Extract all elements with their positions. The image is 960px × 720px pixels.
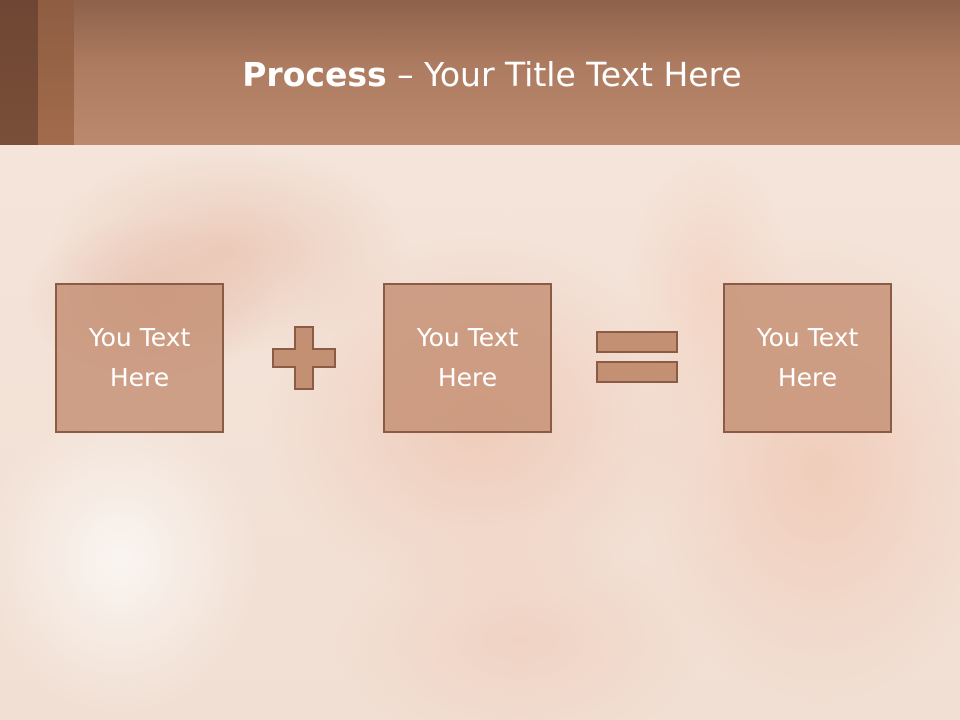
equals-sign-bottom-bar	[596, 361, 678, 383]
header-accent-dark	[0, 0, 38, 145]
process-box-1[interactable]: You Text Here	[55, 283, 224, 433]
process-box-3[interactable]: You Text Here	[723, 283, 892, 433]
header-accent-light	[38, 0, 74, 145]
process-box-1-label: You Text Here	[88, 323, 191, 392]
equals-sign	[596, 331, 678, 383]
slide-title[interactable]: Process – Your Title Text Here	[0, 52, 960, 98]
process-box-2-label: You Text Here	[416, 323, 519, 392]
equals-sign-top-bar	[596, 331, 678, 353]
plus-sign-shape	[272, 326, 336, 390]
title-regular-part: – Your Title Text Here	[386, 55, 742, 94]
title-bold-part: Process	[242, 55, 387, 94]
process-box-3-label: You Text Here	[756, 323, 859, 392]
process-box-2[interactable]: You Text Here	[383, 283, 552, 433]
plus-sign	[272, 326, 336, 390]
header-bar	[0, 0, 960, 145]
